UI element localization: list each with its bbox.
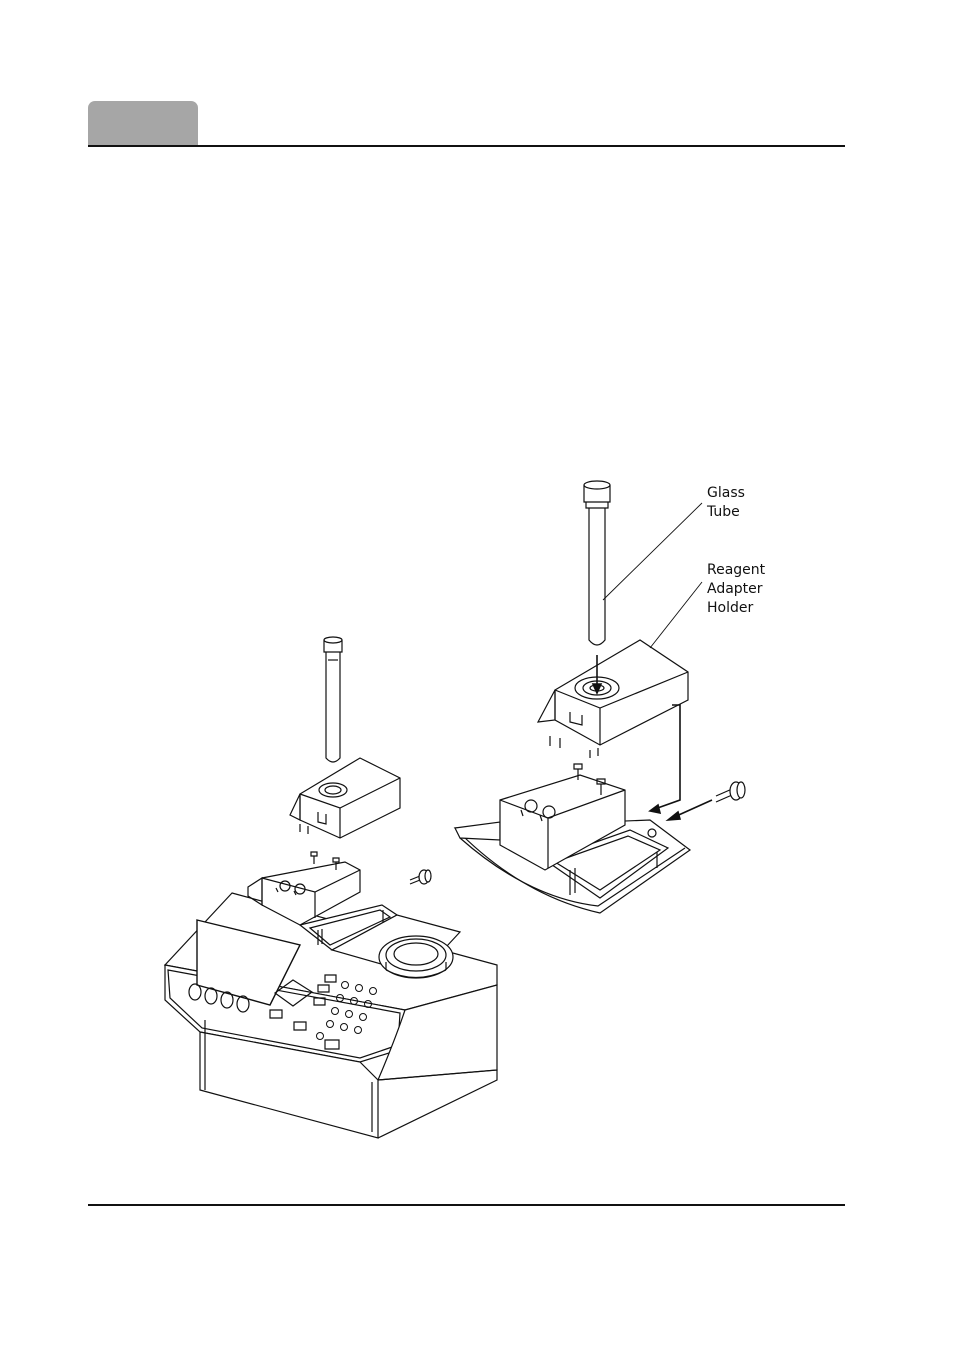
exploded-compartment xyxy=(455,764,690,913)
adapter-holder-illustration xyxy=(538,640,688,758)
adapter-holder-illustration xyxy=(290,758,400,838)
glass-tube-illustration xyxy=(584,481,610,645)
callout-leaders xyxy=(603,503,702,648)
glass-tube-illustration xyxy=(324,637,342,762)
thumb-screw-illustration xyxy=(410,870,431,884)
thumb-screw-illustration xyxy=(716,782,745,802)
instrument-illustration xyxy=(165,852,497,1138)
